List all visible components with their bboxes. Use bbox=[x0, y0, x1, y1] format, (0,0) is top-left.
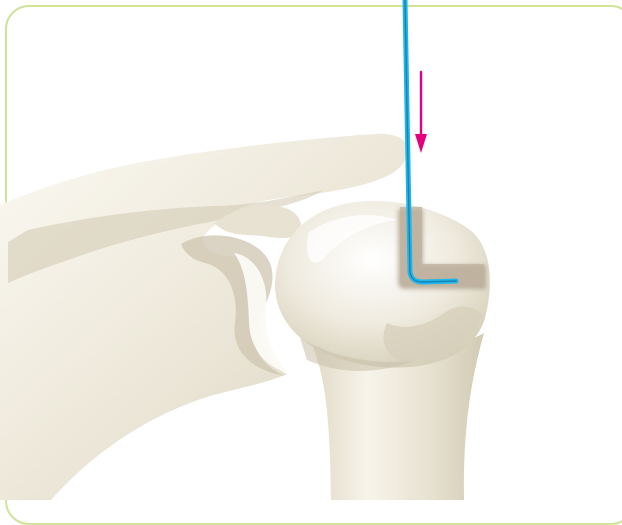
arrow-down-icon bbox=[415, 134, 427, 153]
shoulder-joint-illustration bbox=[0, 0, 622, 500]
